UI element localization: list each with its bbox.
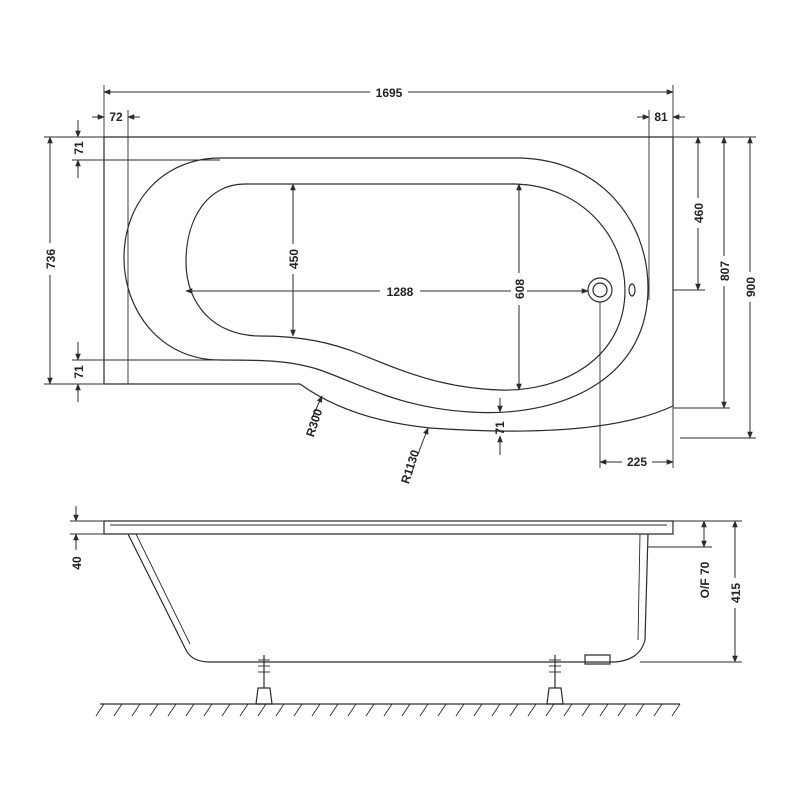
label-backdrop [380,283,420,299]
bowl-inner-floor [185,183,626,391]
dim-top-rim: 71 [72,141,86,155]
label-backdrop [716,256,732,286]
overflow-icon [628,283,636,297]
label-backdrop [511,273,527,305]
dim-bowl-width: 450 [287,249,301,269]
dim-overflow: O/F 70 [698,561,712,598]
bath-body-side [127,533,649,663]
plan-view: 1695 72 81 736 71 71 450 1288 [42,84,758,485]
dim-bowl-height: 608 [513,279,527,299]
label-backdrop [727,578,743,608]
dim-overall-length: 1695 [376,86,403,100]
dim-left-rim: 72 [109,110,123,124]
label-backdrop [42,243,58,275]
dim-line-large-radius [417,427,429,455]
dim-overall-height: 415 [729,583,743,603]
dim-waste-offset: 225 [627,455,647,469]
dim-bowl-length: 1288 [387,285,414,299]
dim-line-small-radius [311,395,323,419]
body-edge-line [135,533,191,645]
dim-right-middle-height: 807 [718,261,732,281]
dim-small-radius: R300 [303,407,325,439]
dim-large-radius: R1130 [398,448,422,486]
label-backdrop [690,198,706,228]
dim-curve-rim: 71 [493,421,507,435]
label-backdrop [622,454,652,470]
waste-outlet-icon [587,277,613,303]
bath-rim-line [104,137,650,384]
dim-bottom-rim: 71 [72,365,86,379]
dim-right-upper-height: 460 [692,203,706,223]
label-backdrop [370,84,408,100]
dim-rim-height: 40 [70,556,84,570]
bowl-outer-edge [123,157,649,414]
side-view: 40 O/F 70 415 [70,506,743,717]
dim-overall-width: 900 [744,277,758,297]
dim-left-height: 736 [44,249,58,269]
floor-hatch [95,703,681,717]
body-edge-line [637,533,641,641]
bath-outer-outline [103,136,674,432]
label-backdrop [742,272,758,302]
waste-trap-icon [584,654,611,665]
dim-right-rim: 81 [654,110,668,124]
bath-rim-side [103,520,674,535]
label-backdrop [285,244,301,274]
